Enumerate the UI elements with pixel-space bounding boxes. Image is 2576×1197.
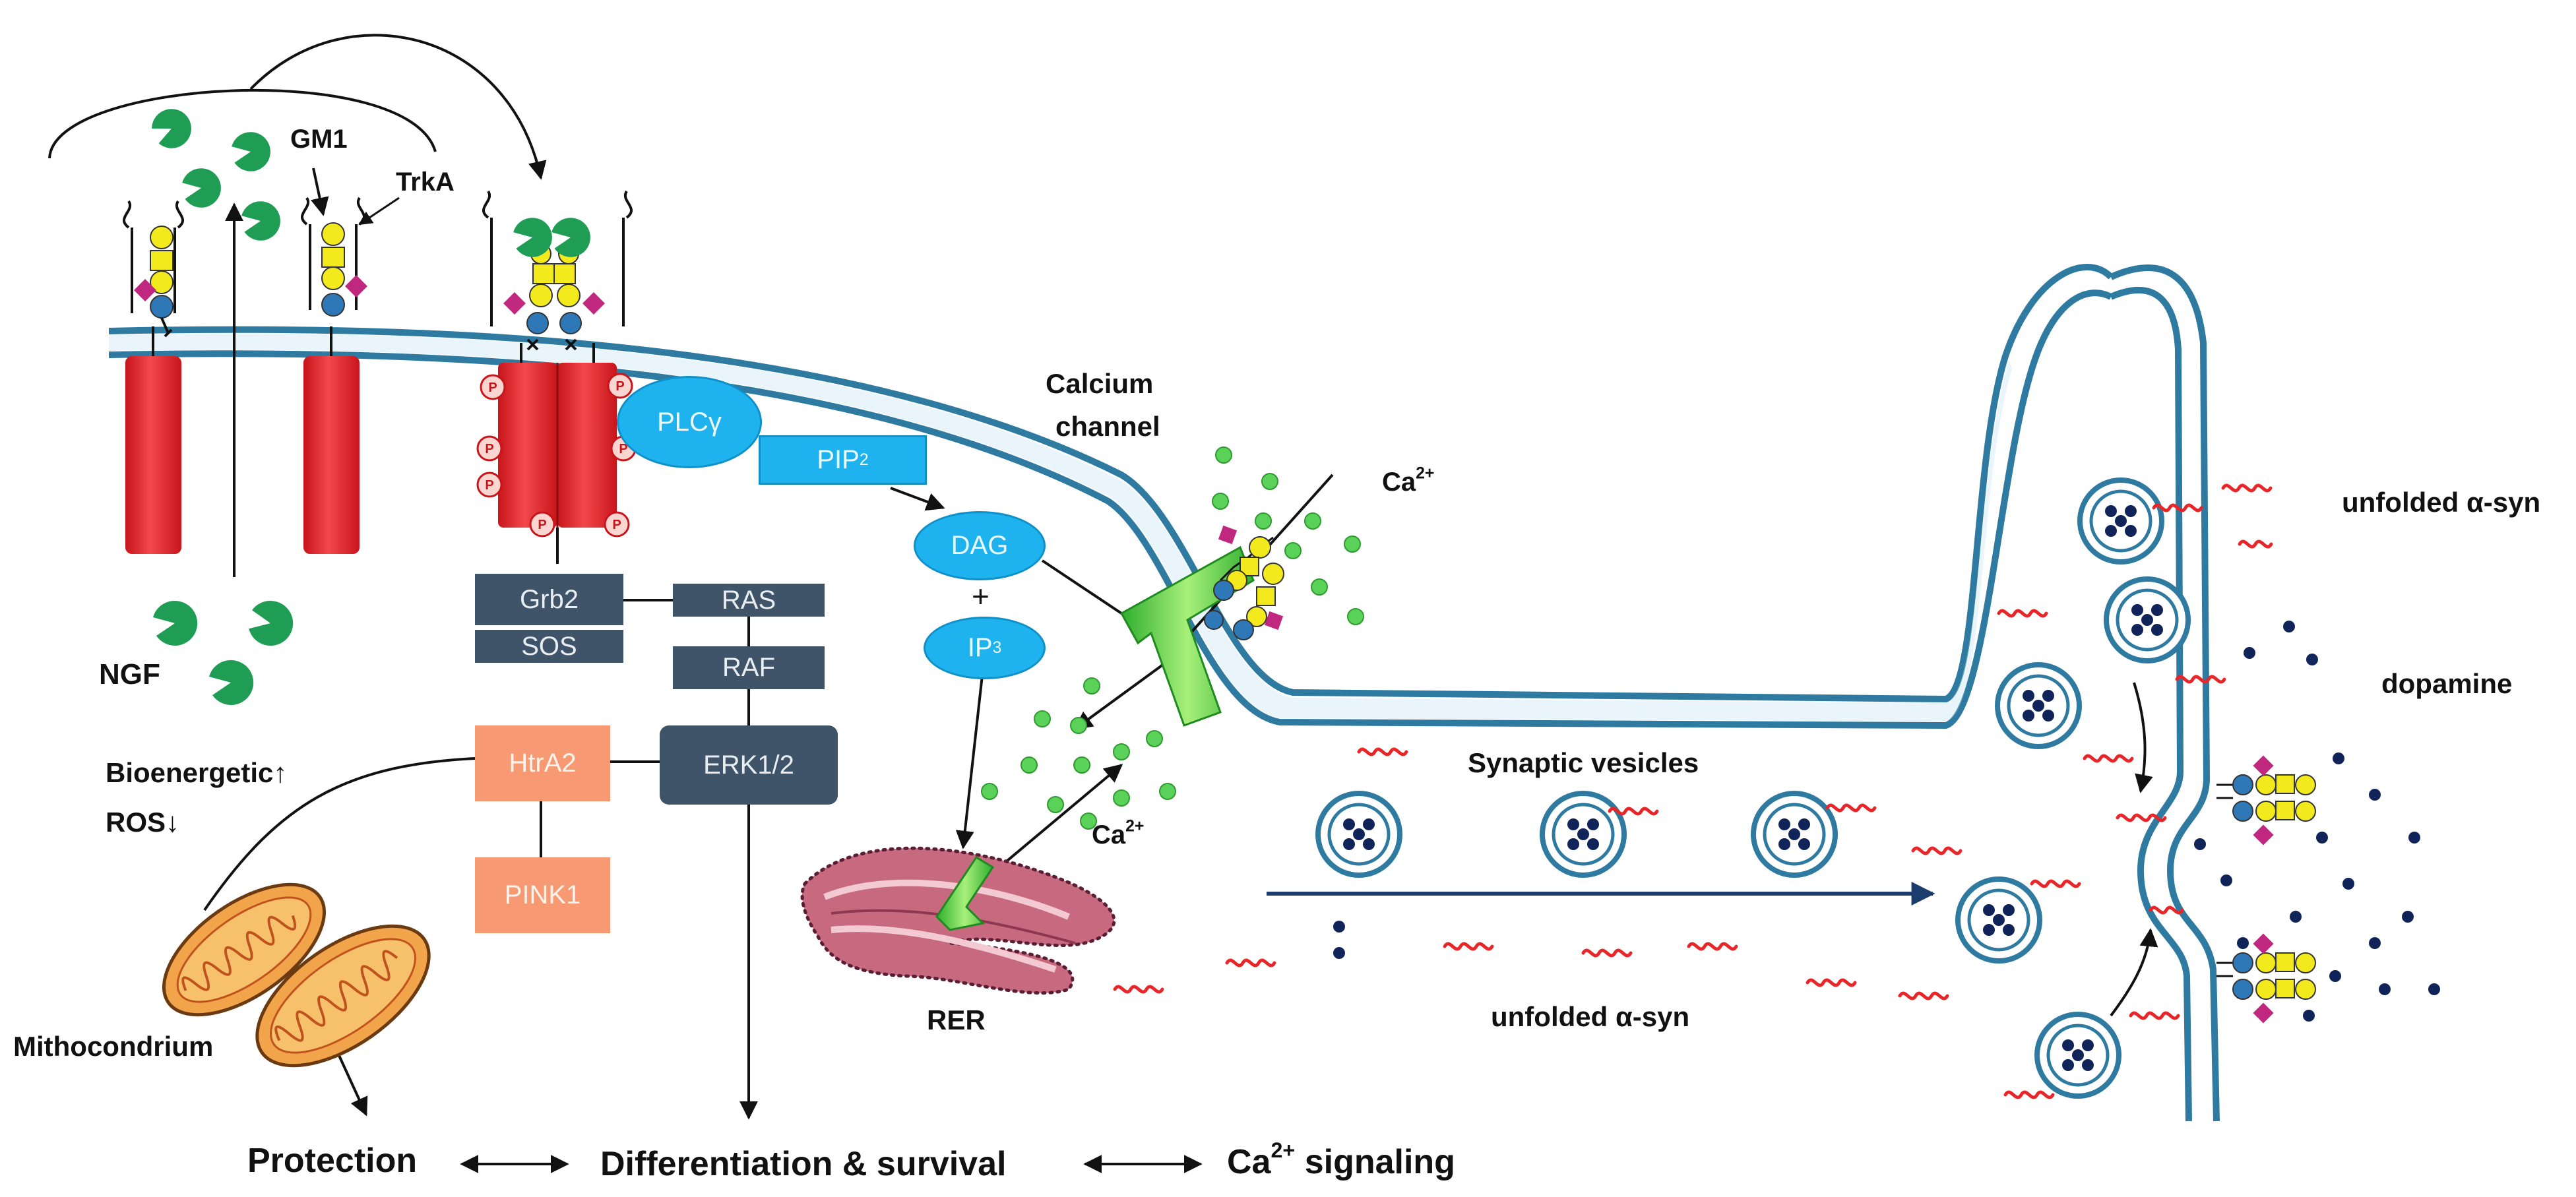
synaptic-vesicles	[1315, 477, 2191, 1099]
phospho-site: P	[476, 472, 503, 498]
svg-text:P: P	[619, 442, 627, 456]
phosphorylation-sites: P P P P P P P	[476, 373, 637, 537]
extracellular-calcium-label: Ca2+	[1382, 464, 1435, 497]
vesicle-fusion-arrow-top	[2133, 682, 2153, 793]
free-dopamine	[1333, 621, 2440, 1022]
raf-node: RAF	[673, 646, 825, 689]
vesicle-fusion-arrow-bottom	[2110, 928, 2158, 1017]
trka-receptor-monomer-2	[303, 326, 360, 554]
trka-receptor-monomer-1	[125, 326, 181, 554]
bioenergetic-label: Bioenergetic↑	[106, 757, 288, 788]
svg-text:P: P	[538, 518, 546, 532]
ros-label: ROS↓	[106, 807, 180, 838]
autocrine-arc	[48, 89, 437, 159]
ras-node: RAS	[673, 584, 825, 617]
phospho-site: P	[476, 435, 503, 462]
calcium-ions	[981, 446, 1364, 830]
svg-text:P: P	[488, 381, 497, 395]
svg-text:P: P	[485, 442, 493, 456]
vesicle-dopamine-cargo	[1343, 505, 2163, 1071]
differentiation-survival-outcome: Differentiation & survival	[600, 1145, 1007, 1183]
grb2-node: Grb2	[475, 574, 623, 625]
ngf-particles-top	[148, 104, 280, 241]
svg-text:P: P	[485, 478, 493, 493]
plc-gamma-node: PLCγ	[617, 376, 762, 468]
dopamine-label: dopamine	[2381, 668, 2513, 699]
mitochondrium-label: Mithocondrium	[13, 1031, 214, 1062]
ngf-label: NGF	[99, 658, 160, 691]
unfolded-asyn-top-label: unfolded α-syn	[2342, 487, 2541, 518]
plus-sign: +	[972, 579, 990, 613]
gm1-glycan-left	[123, 200, 184, 338]
trka-pointer-arrow	[358, 197, 400, 226]
gm1-glycan-right	[301, 197, 367, 317]
gm1-label: GM1	[290, 125, 348, 154]
ngf-particles-bottom	[153, 594, 299, 705]
calcium-channel-label-line2: channel	[1055, 411, 1160, 442]
trka-receptor-dimer	[498, 343, 617, 564]
protection-outcome: Protection	[247, 1142, 418, 1180]
phospho-site: P	[480, 374, 506, 400]
calcium-signaling-outcome: Ca2+ signaling	[1227, 1138, 1455, 1181]
svg-text:P: P	[612, 518, 621, 532]
pathway-connectors	[203, 474, 1334, 1120]
rer-label: RER	[927, 1004, 986, 1035]
mitochondrion-1	[162, 882, 327, 1017]
gm1-pointer-arrow	[311, 168, 329, 216]
er-calcium-channel	[935, 855, 995, 931]
mitochondrion-2	[255, 924, 431, 1068]
translocation-arc	[249, 34, 547, 180]
phospho-site: P	[604, 511, 630, 537]
htra2-node: HtrA2	[475, 725, 610, 801]
unfolded-asyn-bottom-label: unfolded α-syn	[1491, 1001, 1690, 1032]
gm1-glycan-postsynaptic	[2216, 755, 2316, 1024]
calcium-channel-label-line1: Calcium	[1046, 368, 1154, 399]
alpha-synuclein-monomers	[1113, 483, 2273, 1099]
phospho-site: P	[529, 511, 555, 537]
gm1-glycan-dimer	[482, 190, 633, 351]
synaptic-vesicles-label: Synaptic vesicles	[1468, 747, 1699, 778]
phospho-site: P	[607, 373, 633, 399]
pink1-node: PINK1	[475, 857, 610, 933]
sos-node: SOS	[475, 630, 623, 663]
svg-text:P: P	[615, 379, 624, 394]
trka-label: TrkA	[396, 168, 455, 197]
gm1-glycan-channel	[1204, 525, 1284, 640]
erk-node: ERK1/2	[660, 725, 838, 805]
intracellular-calcium-label: Ca2+	[1092, 817, 1145, 849]
dag-node: DAG	[914, 511, 1046, 580]
ngf-bound-to-dimer	[513, 218, 590, 257]
